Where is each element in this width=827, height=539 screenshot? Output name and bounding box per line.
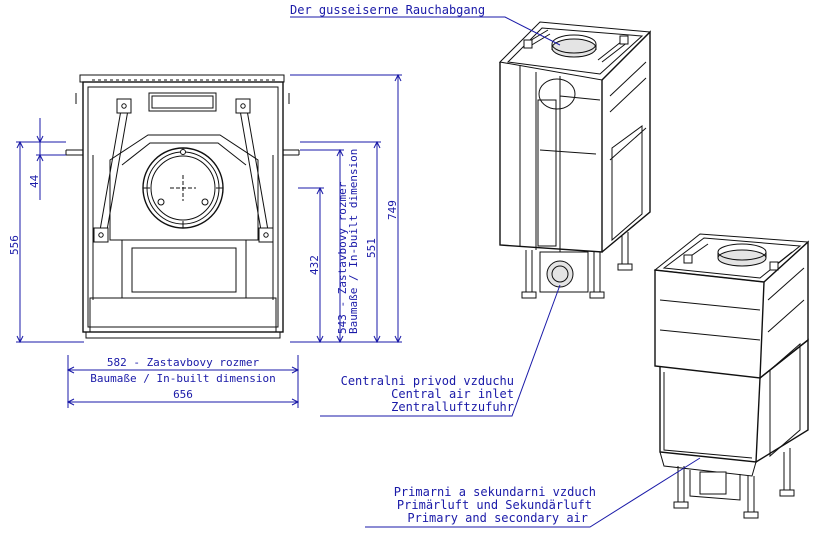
dim-543-sub: Baumaße / In-built dimension bbox=[347, 149, 360, 334]
isometric-complete-view bbox=[653, 233, 810, 519]
label-central-air-de: Zentralluftzufuhr bbox=[391, 400, 514, 414]
label-central-air-en: Central air inlet bbox=[391, 387, 514, 401]
label-central-air-cz: Centralni privod vzduchu bbox=[341, 374, 514, 388]
dim-582-sub: Baumaße / In-built dimension bbox=[90, 372, 275, 385]
dim-44: 44 bbox=[28, 174, 41, 188]
label-primary-air-de: Primärluft und Sekundärluft bbox=[397, 498, 592, 512]
dim-556: 556 bbox=[8, 235, 21, 255]
label-primary-air-cz: Primarni a sekundarni vzduch bbox=[394, 485, 596, 499]
front-dimension-lines bbox=[16, 73, 402, 408]
isometric-insert-view bbox=[498, 21, 652, 299]
dim-551: 551 bbox=[365, 238, 378, 258]
dim-543: 543 - Zastavbovy rozmer bbox=[336, 181, 349, 334]
dim-432: 432 bbox=[308, 255, 321, 275]
dim-656: 656 bbox=[173, 388, 193, 401]
label-flue-outlet: Der gusseiserne Rauchabgang bbox=[290, 3, 485, 17]
dim-582: 582 - Zastavbovy rozmer bbox=[107, 356, 260, 369]
front-elevation-view bbox=[65, 74, 300, 339]
dim-749: 749 bbox=[386, 200, 399, 220]
label-primary-air-en: Primary and secondary air bbox=[407, 511, 588, 525]
leader-lines bbox=[290, 16, 701, 528]
